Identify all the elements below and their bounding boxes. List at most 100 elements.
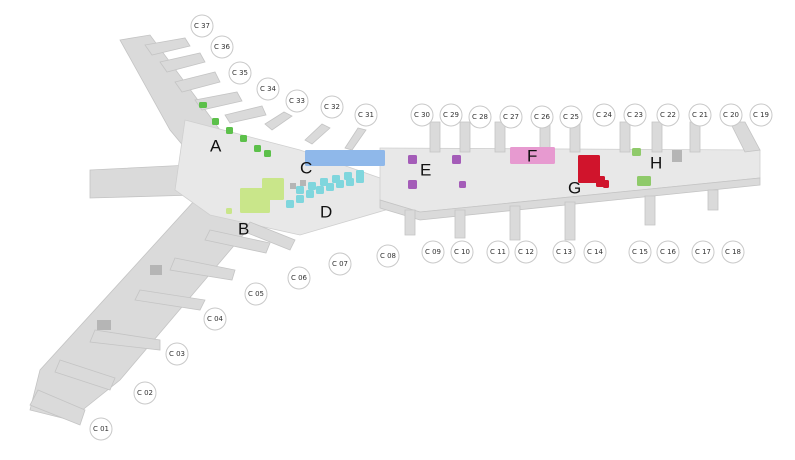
gate-label: C 22 (660, 111, 676, 119)
gate-badge-c27: C 27 (499, 105, 523, 129)
gate-badge-circle (552, 240, 576, 264)
zone-b-block (262, 178, 284, 200)
gate-badge-c32: C 32 (320, 95, 344, 119)
gate-badge-c35: C 35 (228, 61, 252, 85)
gate-badge-circle (287, 266, 311, 290)
gate-badge-c26: C 26 (530, 105, 554, 129)
gate-badge-c20: C 20 (719, 103, 743, 127)
zone-label-g: G (568, 179, 581, 198)
gate-badge-c11: C 11 (486, 240, 510, 264)
gate-badge-c29: C 29 (439, 103, 463, 127)
gate-badge-circle (210, 35, 234, 59)
gate-badge-circle (190, 14, 214, 38)
gate-badge-circle (450, 240, 474, 264)
gate-label: C 26 (534, 113, 551, 121)
zone-label-d: D (320, 203, 332, 222)
gate-label: C 36 (214, 43, 231, 51)
gate-label: C 25 (563, 113, 579, 121)
zone-d-block (332, 175, 340, 183)
zone-d-block (306, 190, 314, 198)
zone-d-block (320, 178, 328, 186)
zone-blocks (97, 102, 682, 330)
zone-label-c: C (300, 159, 312, 178)
gate-badge-circle (628, 240, 652, 264)
zone-d-block (316, 186, 324, 194)
gate-label: C 35 (232, 69, 248, 77)
zone-d-block (308, 182, 316, 190)
gate-badge-c14: C 14 (583, 240, 607, 264)
gate-badge-c34: C 34 (256, 77, 280, 101)
gate-badge-c15: C 15 (628, 240, 652, 264)
gate-badge-circle (623, 103, 647, 127)
gate-label: C 14 (587, 248, 604, 256)
gate-label: C 04 (207, 315, 224, 323)
gate-badge-circle (514, 240, 538, 264)
gate-badge-circle (499, 105, 523, 129)
gate-label: C 21 (692, 111, 708, 119)
gate-badge-circle (421, 240, 445, 264)
zone-d-block (356, 170, 364, 178)
zone-f-block (510, 147, 555, 164)
zone-g-block (596, 176, 605, 187)
gate-badge-circle (749, 103, 773, 127)
gate-badge-c06: C 06 (287, 266, 311, 290)
gate-label: C 18 (725, 248, 741, 256)
gate-label: C 06 (291, 274, 308, 282)
gate-label: C 19 (753, 111, 769, 119)
gate-badge-circle (688, 103, 712, 127)
gate-badge-circle (256, 77, 280, 101)
gate-badge-c01: C 01 (89, 417, 113, 441)
zone-d-block (344, 172, 352, 180)
gate-badge-circle (530, 105, 554, 129)
zone-g-block (578, 155, 600, 183)
gate-label: C 24 (596, 111, 613, 119)
gate-label: C 03 (169, 350, 185, 358)
zone-a-block (199, 102, 207, 108)
gate-label: C 28 (472, 113, 488, 121)
zone-label-e: E (420, 161, 431, 180)
gate-badge-circle (285, 89, 309, 113)
zone-a-block (254, 145, 261, 152)
gate-badge-c36: C 36 (210, 35, 234, 59)
gate-badge-c08: C 08 (376, 244, 400, 268)
gate-badge-circle (410, 103, 434, 127)
gate-label: C 29 (443, 111, 459, 119)
facility-block (150, 265, 162, 275)
gate-label: C 11 (490, 248, 506, 256)
gate-badge-c12: C 12 (514, 240, 538, 264)
gate-badge-c24: C 24 (592, 103, 616, 127)
gate-badge-c18: C 18 (721, 240, 745, 264)
zone-d-block (296, 186, 304, 194)
gate-badge-circle (320, 95, 344, 119)
zone-g-block (603, 180, 609, 188)
gate-badge-circle (719, 103, 743, 127)
facility-block (672, 150, 682, 162)
gate-badge-c19: C 19 (749, 103, 773, 127)
gate-badge-circle (583, 240, 607, 264)
gate-badge-c03: C 03 (165, 342, 189, 366)
gate-badge-circle (439, 103, 463, 127)
gate-badge-c37: C 37 (190, 14, 214, 38)
gate-label: C 20 (723, 111, 739, 119)
gate-badge-circle (203, 307, 227, 331)
gate-badge-circle (721, 240, 745, 264)
gate-badge-c21: C 21 (688, 103, 712, 127)
zone-a-block (226, 127, 233, 134)
zone-label-a: A (210, 137, 222, 156)
gate-badge-circle (592, 103, 616, 127)
gate-badge-c28: C 28 (468, 105, 492, 129)
gate-badge-circle (354, 103, 378, 127)
gate-label: C 30 (414, 111, 430, 119)
gate-badge-circle (228, 61, 252, 85)
gate-label: C 32 (324, 103, 340, 111)
gate-badge-c04: C 04 (203, 307, 227, 331)
gate-label: C 27 (503, 113, 519, 121)
zone-letters: A B C D E F G H (210, 137, 662, 239)
gate-label: C 16 (660, 248, 677, 256)
gate-label: C 12 (518, 248, 534, 256)
zone-h-block (637, 176, 651, 186)
gate-label: C 33 (289, 97, 305, 105)
facility-block (300, 180, 306, 186)
gate-badge-c07: C 07 (328, 252, 352, 276)
